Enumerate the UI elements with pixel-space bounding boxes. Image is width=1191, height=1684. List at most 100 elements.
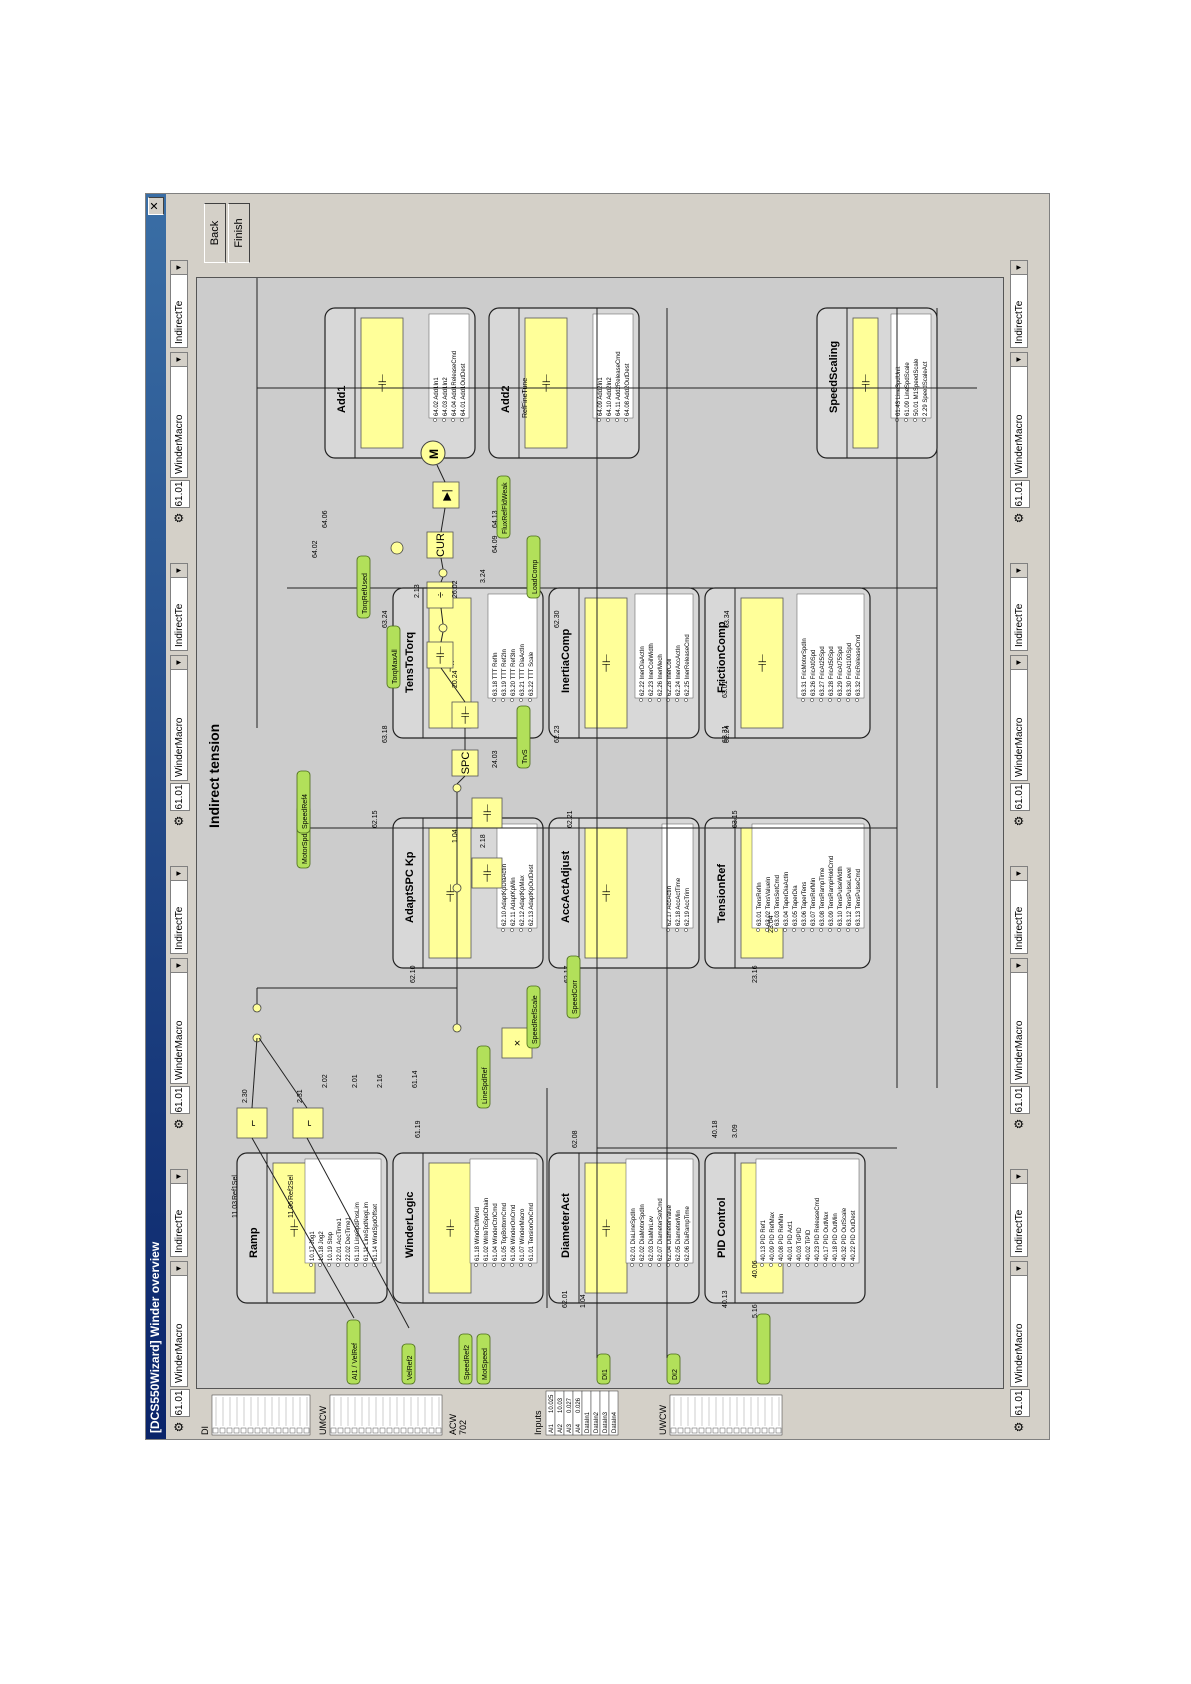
mode-select[interactable]: IndirectTe▼ [170, 866, 188, 954]
param-pin [855, 698, 859, 702]
macro-icon[interactable]: ⚙ [1012, 1421, 1026, 1433]
param-pin [519, 928, 523, 932]
param-number: 61.01 [1010, 1086, 1030, 1114]
signal-number: 62.23 [554, 725, 561, 743]
dropdown-arrow-icon[interactable]: ▼ [1011, 1170, 1027, 1184]
signal-tag [666, 1353, 681, 1385]
finish-button[interactable]: Finish [228, 203, 250, 263]
param-pin [528, 698, 532, 702]
signal-number: 61.14 [412, 1070, 419, 1088]
param-number: 61.01 [1010, 1389, 1030, 1417]
signal-number: 2.16 [377, 1074, 384, 1088]
dropdown-arrow-icon[interactable]: ▼ [171, 564, 187, 578]
macro-select[interactable]: WinderMacro▼ [170, 655, 188, 781]
signal-number: 2.01 [352, 1074, 359, 1088]
function-block-header [706, 589, 734, 737]
param-pin [318, 1263, 322, 1267]
dropdown-arrow-icon[interactable]: ▼ [1011, 1262, 1027, 1276]
macro-icon[interactable]: ⚙ [172, 512, 186, 524]
mode-select[interactable]: IndirectTe ▼ [1010, 260, 1028, 348]
param-pin [684, 928, 688, 932]
signal-number: 26.02 [452, 580, 459, 598]
dropdown-arrow-icon[interactable]: ▼ [171, 1262, 187, 1276]
mode-select[interactable]: IndirectTe▼ [170, 563, 188, 651]
dropdown-arrow-icon[interactable]: ▼ [171, 959, 187, 973]
macro-icon[interactable]: ⚙ [172, 1118, 186, 1130]
param-pin [765, 928, 769, 932]
mode-select[interactable]: IndirectTe▼ [1010, 563, 1028, 651]
macro-icon[interactable]: ⚙ [172, 1421, 186, 1433]
signal-tag-label: SpeedCorr [572, 979, 579, 1014]
mode-select[interactable]: IndirectTe▼ [1010, 1169, 1028, 1257]
signal-tag [346, 1319, 361, 1385]
diagram-title: Indirect tension [206, 724, 222, 828]
signal-number: 63.31 [722, 725, 729, 743]
param-entry: 64.11 Add2ReleaseCmd [616, 351, 622, 416]
dropdown-arrow-icon[interactable]: ▼ [171, 353, 187, 367]
bit-indicator [698, 1427, 705, 1434]
ref2-select-block-symbol: ⌐ [303, 1120, 315, 1126]
param-pin [657, 1263, 661, 1267]
signal-number: Ref2Sel [288, 1175, 295, 1200]
mode-select-value: IndirectTe [1014, 300, 1025, 344]
mode-select[interactable]: IndirectTe▼ [1010, 866, 1028, 954]
dropdown-arrow-icon[interactable]: ▼ [171, 656, 187, 670]
signal-tag-label: LineSpdRef [482, 1067, 489, 1104]
macro-select[interactable]: WinderMacro▼ [1010, 1261, 1028, 1387]
signal-number: 2.13 [414, 584, 421, 598]
param-pin [327, 1263, 331, 1267]
signal-number: 1.04 [452, 829, 459, 843]
mode-select[interactable]: IndirectTe▼ [170, 260, 188, 348]
bit-indicator [303, 1427, 310, 1434]
macro-icon[interactable]: ⚙ [172, 815, 186, 827]
macro-select[interactable]: WinderMacro▼ [170, 958, 188, 1084]
dropdown-arrow-icon[interactable]: ▼ [1011, 564, 1027, 578]
signal-tag [756, 1313, 771, 1385]
macro-select[interactable]: WinderMacro▼ [170, 352, 188, 478]
close-icon[interactable]: ✕ [148, 197, 164, 215]
signal-number: 62.01 [562, 1290, 569, 1308]
macro-icon[interactable]: ⚙ [1012, 1118, 1026, 1130]
macro-icon[interactable]: ⚙ [1012, 815, 1026, 827]
macro-select[interactable]: WinderMacro ▼ [1010, 958, 1028, 1084]
dropdown-arrow-icon[interactable]: ▼ [1011, 959, 1027, 973]
dropdown-arrow-icon[interactable]: ▼ [1011, 353, 1027, 367]
param-pin [832, 1263, 836, 1267]
signal-number: 64.13 [492, 510, 499, 528]
param-pin [787, 1263, 791, 1267]
macro-select[interactable]: WinderMacro▼ [1010, 655, 1028, 781]
param-entry: 61.05 TopBottomCmd [502, 1203, 508, 1261]
param-pin [639, 698, 643, 702]
input-name: AI2 [558, 1423, 564, 1433]
param-entry: 2.29 SpeedScaleAct [923, 361, 929, 416]
param-entry: 63.22 TTT Scale [529, 651, 535, 696]
param-pin [760, 1263, 764, 1267]
function-block-title: AdaptSPC Kp [404, 851, 416, 923]
dropdown-arrow-icon[interactable]: ▼ [171, 867, 187, 881]
macro-select[interactable]: WinderMacro▼ [1010, 352, 1028, 478]
dropdown-arrow-icon[interactable]: ▼ [171, 261, 187, 275]
param-pin [433, 418, 437, 422]
bit-indicator [351, 1427, 358, 1434]
dropdown-arrow-icon[interactable]: ▼ [1011, 261, 1027, 275]
dropdown-arrow-icon[interactable]: ▼ [1011, 656, 1027, 670]
mode-select[interactable]: IndirectTe▼ [170, 1169, 188, 1257]
param-pin [501, 698, 505, 702]
dropdown-arrow-icon[interactable]: ▼ [1011, 867, 1027, 881]
back-button[interactable]: Back [204, 203, 226, 263]
signal-tag [356, 555, 371, 619]
macro-select[interactable]: WinderMacro▼ [170, 1261, 188, 1387]
bit-indicator [289, 1427, 296, 1434]
dropdown-arrow-icon[interactable]: ▼ [171, 1170, 187, 1184]
param-pin [510, 698, 514, 702]
signal-number: 40.13 [722, 1290, 729, 1308]
bit-indicator [247, 1427, 254, 1434]
signal-number: 2.30 [242, 1089, 249, 1103]
signal-tag-label: TrvS [522, 749, 529, 764]
macro-select-value: WinderMacro [1014, 1020, 1025, 1080]
param-entry: 62.28 InerCoil [667, 659, 673, 696]
signal-number: Ref1Sel [232, 1175, 239, 1200]
macro-icon[interactable]: ⚙ [1012, 512, 1026, 524]
